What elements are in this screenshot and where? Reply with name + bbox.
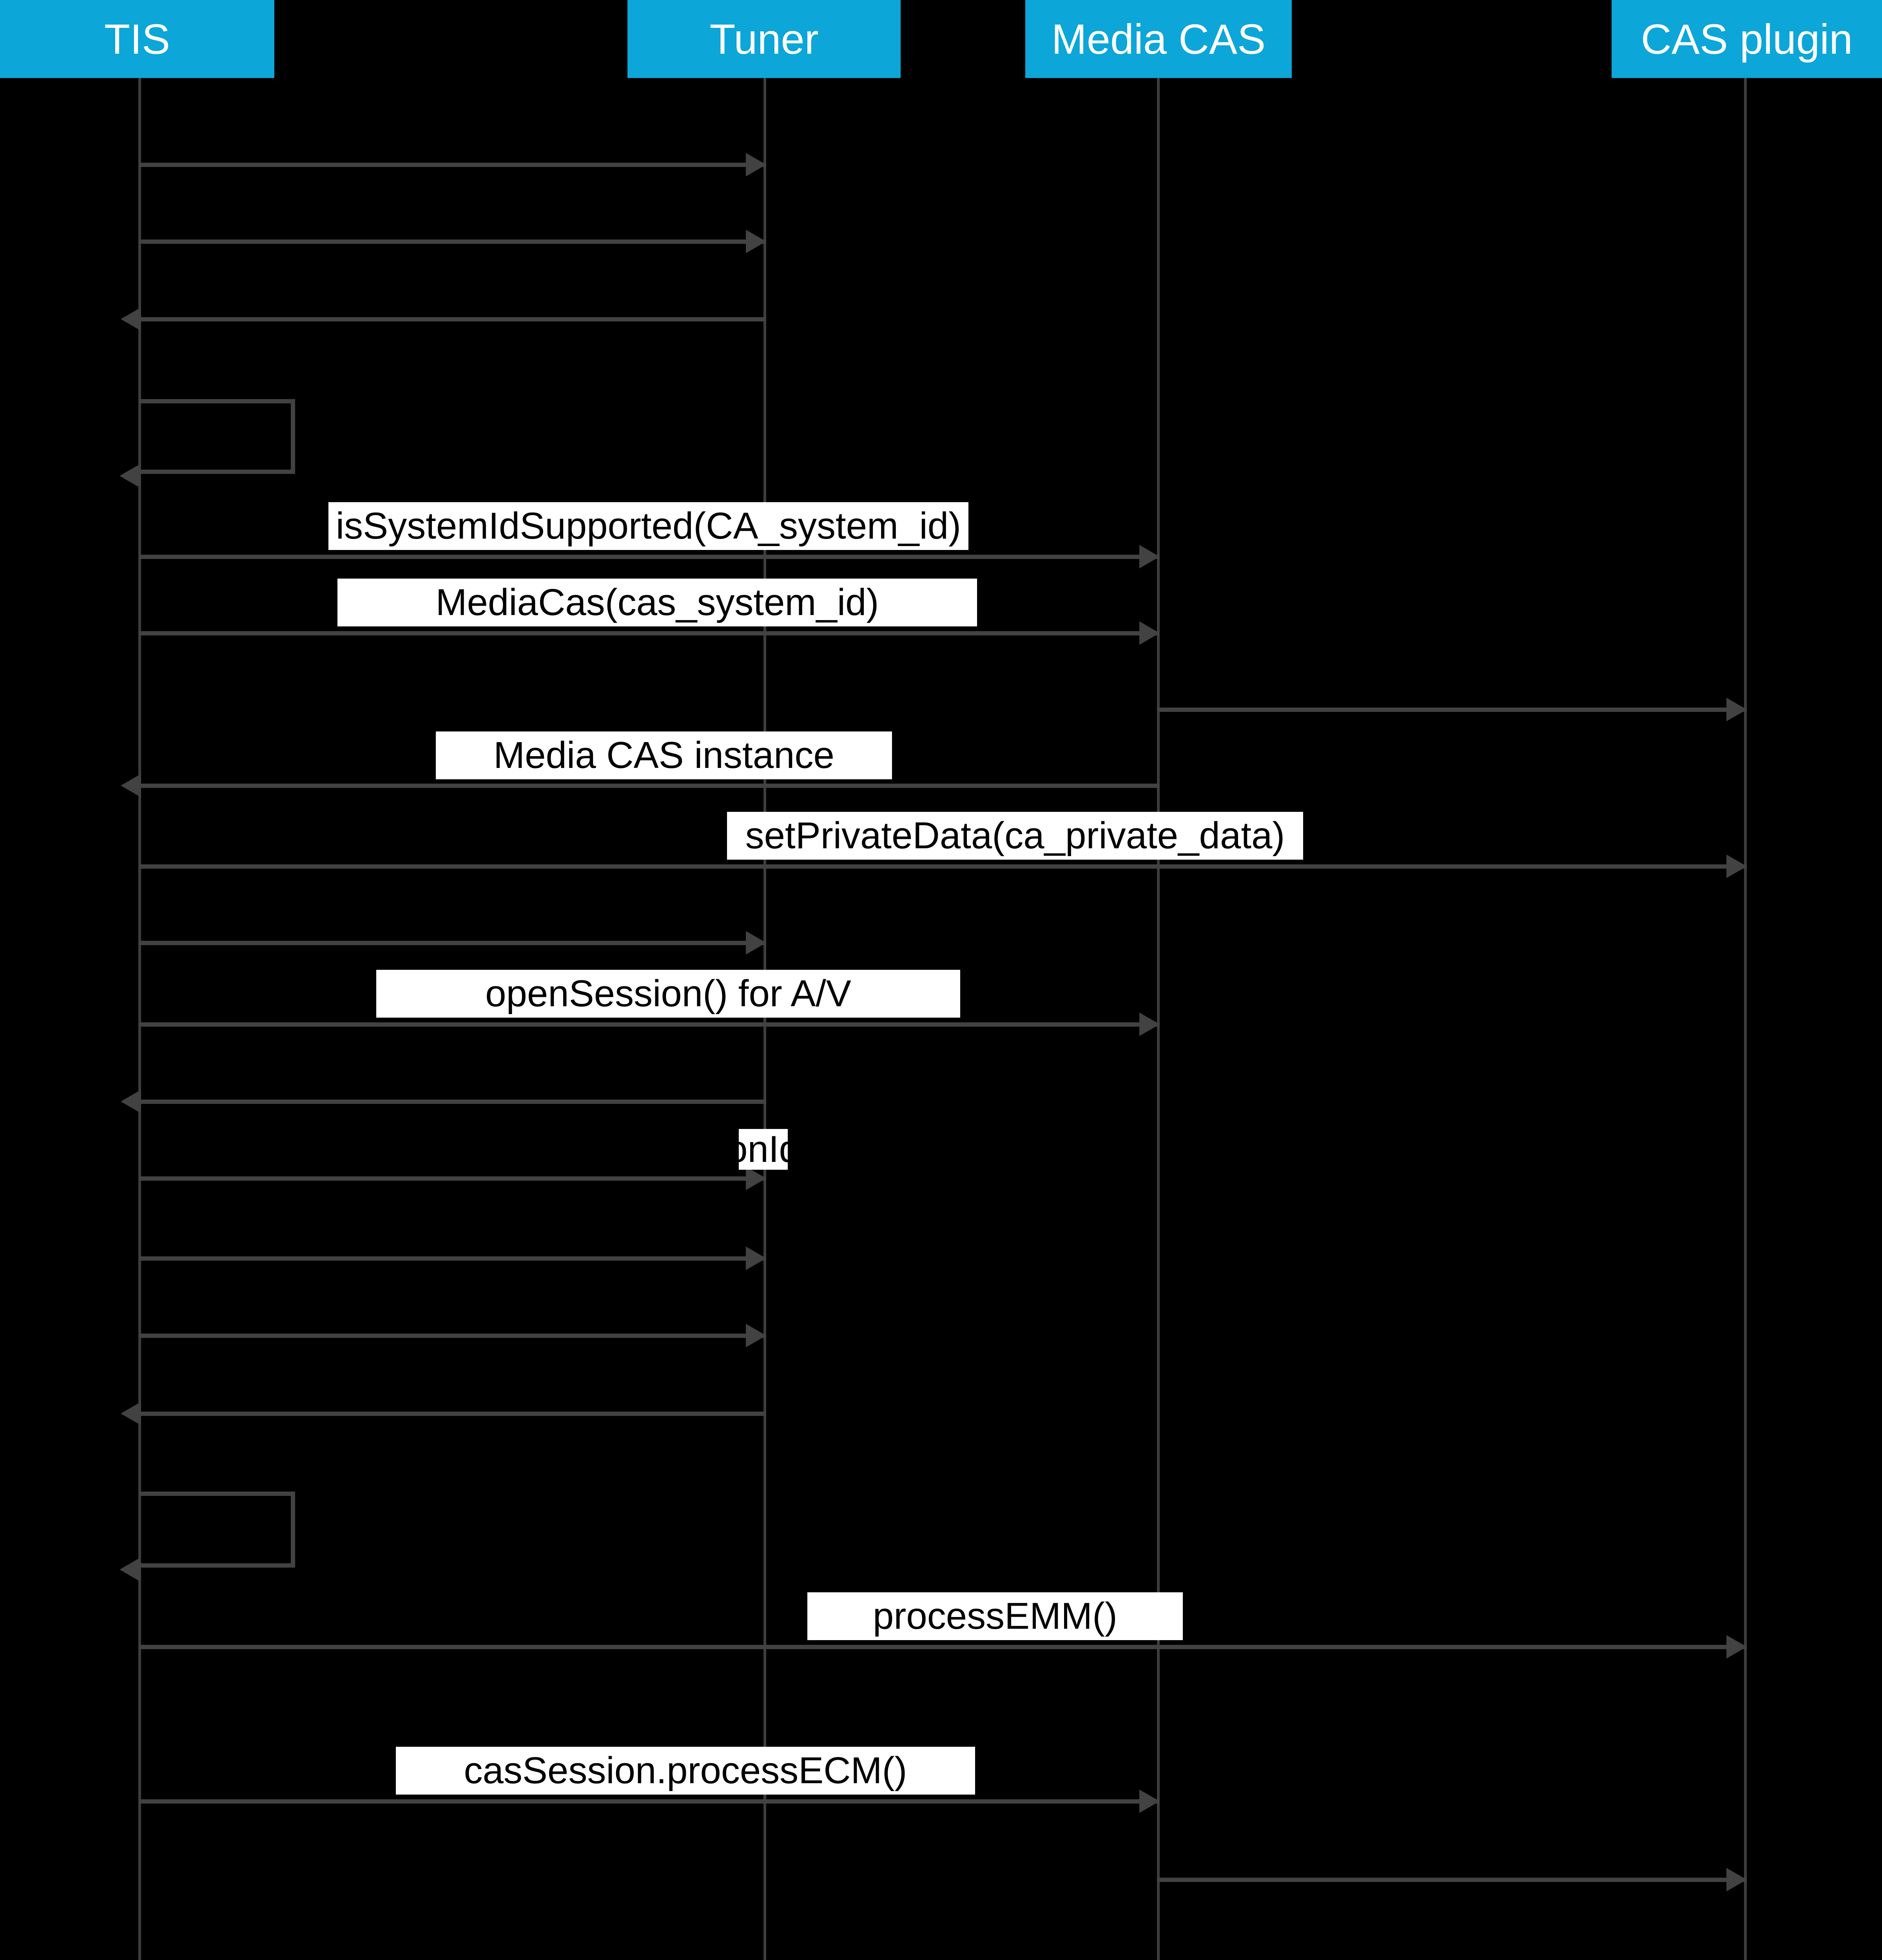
message-label-l18: processEMM() — [807, 1592, 1183, 1640]
arrow-head-m20 — [1726, 1868, 1747, 1891]
lifeline-tuner — [763, 78, 766, 1960]
participant-label-mediacas: Media CAS — [1051, 15, 1266, 63]
message-line-m14 — [138, 1256, 766, 1261]
message-line-m16 — [138, 1412, 766, 1416]
arrow-head-m10 — [746, 931, 766, 955]
arrow-head-m9 — [1726, 855, 1747, 878]
message-label-l6: MediaCas(cas_system_id) — [337, 579, 977, 626]
arrow-head-m11 — [1139, 1013, 1160, 1036]
arrow-head-m2 — [746, 230, 766, 253]
arrow-head-m14 — [746, 1247, 766, 1270]
message-label-l5: isSystemIdSupported(CA_system_id) — [328, 502, 968, 550]
message-line-m12 — [138, 1100, 766, 1104]
message-line-m8 — [138, 784, 1160, 788]
participant-label-tis: TIS — [104, 15, 170, 63]
arrow-head-m12 — [121, 1090, 141, 1113]
self-call-m4 — [138, 399, 295, 474]
message-line-m13 — [138, 1176, 766, 1181]
message-line-m1 — [138, 163, 766, 167]
message-line-m7 — [1157, 708, 1747, 712]
message-label-l9: setPrivateData(ca_private_data) — [727, 812, 1303, 860]
arrow-head-m15 — [746, 1324, 766, 1347]
participant-label-tuner: Tuner — [709, 15, 819, 63]
arrow-head-m19 — [1139, 1789, 1160, 1813]
arrow-head-m7 — [1726, 698, 1747, 721]
message-line-m5 — [138, 555, 1160, 559]
message-line-m15 — [138, 1334, 766, 1338]
message-label-l19: casSession.processECM() — [396, 1747, 975, 1795]
message-label-l8: Media CAS instance — [436, 731, 892, 779]
arrow-head-m8 — [121, 774, 141, 797]
lifeline-tis — [138, 78, 141, 1960]
message-line-m9 — [138, 864, 1747, 869]
arrow-head-m13 — [746, 1167, 766, 1190]
arrow-head-m4 — [120, 464, 140, 488]
self-call-m17 — [138, 1492, 295, 1568]
participant-label-plugin: CAS plugin — [1641, 15, 1853, 63]
arrow-head-m3 — [121, 307, 141, 331]
participant-header-mediacas[interactable]: Media CAS — [1025, 0, 1292, 78]
participant-header-tuner[interactable]: Tuner — [627, 0, 901, 78]
arrow-head-m16 — [121, 1402, 141, 1425]
arrow-head-m1 — [746, 153, 766, 176]
participant-header-plugin[interactable]: CAS plugin — [1612, 0, 1882, 78]
message-line-m18 — [138, 1645, 1747, 1649]
arrow-head-m5 — [1139, 545, 1160, 568]
arrow-head-m6 — [1139, 621, 1160, 645]
lifeline-plugin — [1744, 78, 1747, 1960]
message-line-m10 — [138, 941, 766, 945]
arrow-head-m17 — [120, 1558, 140, 1581]
message-line-m19 — [138, 1799, 1160, 1804]
message-label-l11: openSession() for A/V — [376, 970, 960, 1018]
message-label-l13: onId — [739, 1129, 788, 1170]
message-line-m2 — [138, 240, 766, 244]
message-line-m11 — [138, 1022, 1160, 1027]
participant-header-tis[interactable]: TIS — [0, 0, 274, 78]
message-line-m3 — [138, 317, 766, 321]
arrow-head-m18 — [1726, 1635, 1747, 1659]
message-line-m20 — [1157, 1878, 1747, 1882]
message-line-m6 — [138, 631, 1160, 635]
